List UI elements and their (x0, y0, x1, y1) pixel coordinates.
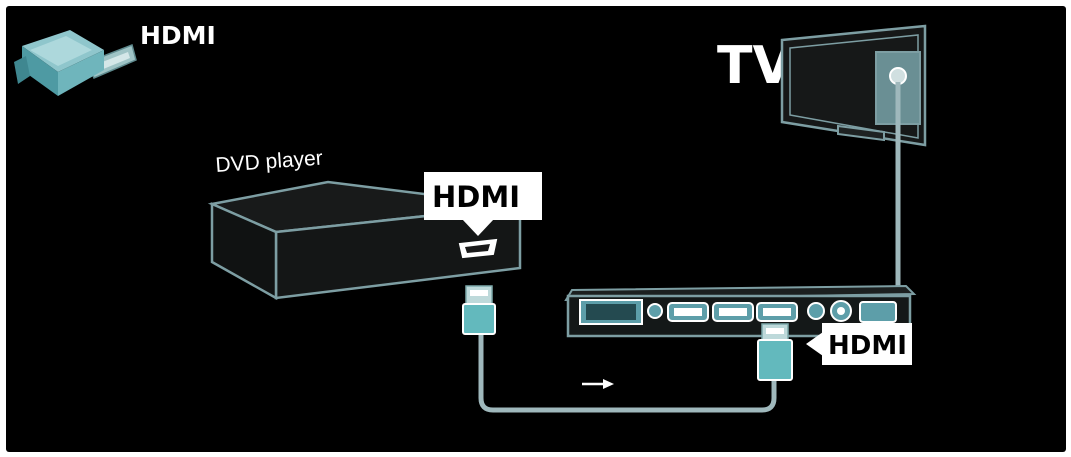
dvd-hdmi-callout (424, 172, 542, 236)
hdmi-cable (478, 330, 777, 413)
dvd-hdmi-plug (462, 285, 496, 335)
arrow-right-icon (582, 379, 614, 389)
tv-monitor-icon (780, 24, 927, 147)
dvd-hdmi-label: HDMI (432, 180, 520, 214)
panel-hdmi-port-2 (712, 302, 754, 322)
legend-label: HDMI (140, 21, 216, 50)
panel-hdmi-callout (806, 323, 912, 365)
panel-hdmi-port-1 (667, 302, 709, 322)
panel-hdmi-label: HDMI (828, 331, 907, 361)
hdmi-connector-icon (14, 30, 137, 96)
panel-hdmi-plug (757, 323, 793, 381)
panel-hdmi-port-3 (756, 302, 798, 322)
dvd-player-icon (207, 180, 522, 301)
hdmi-port-icon (458, 238, 498, 259)
tv-label: TV (717, 36, 793, 96)
